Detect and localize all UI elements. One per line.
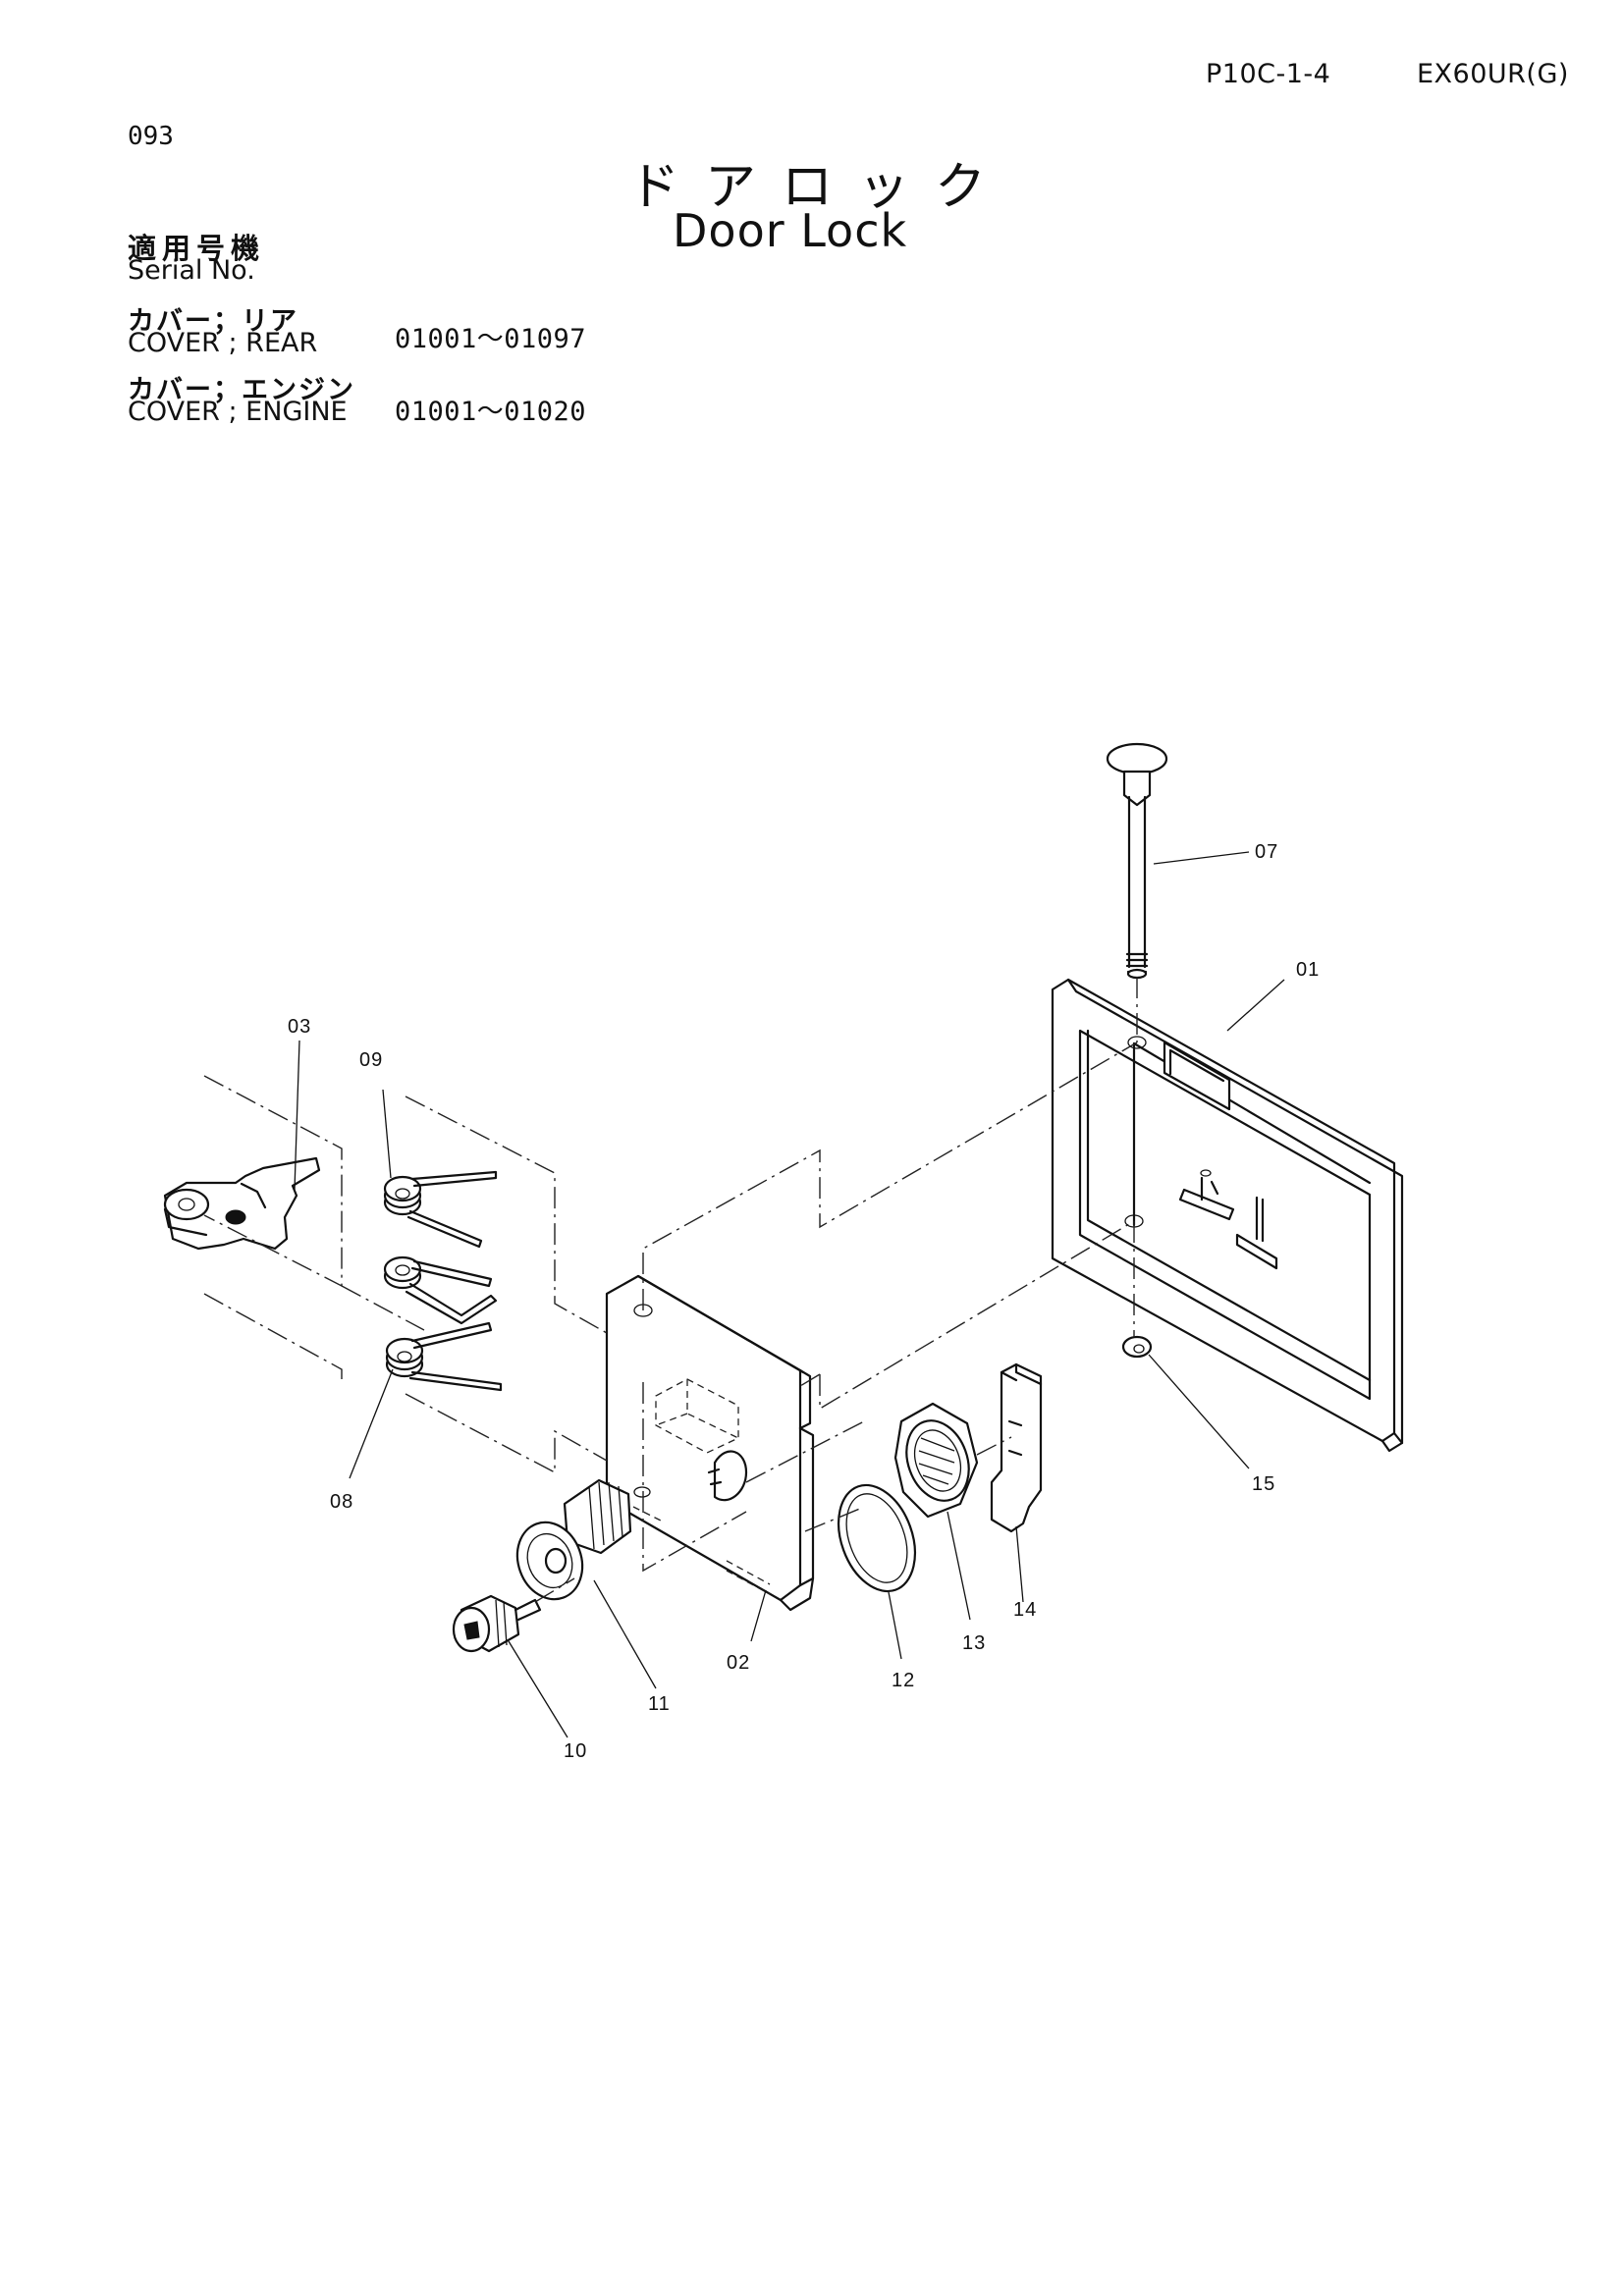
part-03-latch (163, 1040, 321, 1251)
part-11-cylinder (515, 1478, 657, 1689)
callout-07: 07 (1255, 841, 1278, 863)
callout-01: 01 (1296, 959, 1320, 981)
part-01-frame (1051, 978, 1404, 1453)
part-14-cam (990, 1362, 1043, 1603)
serial-row-engine-label-jp: カバー；エンジン (128, 375, 355, 405)
callout-13: 13 (962, 1632, 986, 1654)
part-12-o-ring (838, 1483, 916, 1660)
page-number: 093 (128, 122, 174, 151)
part-07-pin (1106, 742, 1250, 980)
serial-label-english: Serial No. (128, 255, 255, 286)
callout-15: 15 (1252, 1473, 1275, 1495)
callout-14: 14 (1013, 1599, 1037, 1621)
callout-12: 12 (892, 1670, 915, 1691)
callout-03: 03 (288, 1016, 311, 1038)
part-02-lock-case (605, 1274, 815, 1642)
part-15-ring (1121, 1335, 1250, 1469)
serial-label-japanese: 適用号機 (128, 232, 266, 265)
callout-09: 09 (359, 1049, 383, 1071)
serial-row-engine-label-en: COVER ; ENGINE (128, 397, 348, 427)
serial-row-rear-label-jp: カバー；リア (128, 306, 298, 337)
callout-11: 11 (648, 1693, 671, 1715)
serial-row-rear-label-en: COVER ; REAR (128, 328, 318, 358)
serial-row-rear-range: 01001～01097 (395, 324, 587, 354)
callout-02: 02 (727, 1652, 750, 1674)
callout-10: 10 (564, 1740, 587, 1762)
reference-code: P10C-1-4 (1206, 59, 1331, 89)
model-name: EX60UR(G) (1417, 59, 1569, 89)
part-10-key (452, 1594, 568, 1738)
part-13-nut (893, 1402, 979, 1621)
part-09-spring (382, 1089, 498, 1325)
title-english: Door Lock (673, 204, 908, 257)
callout-08: 08 (330, 1491, 353, 1513)
serial-row-engine-range: 01001～01020 (395, 397, 587, 427)
title-japanese: ドアロック (628, 158, 1012, 217)
part-08-spring (349, 1321, 503, 1479)
phantom-assembly-lines (203, 977, 1138, 1603)
